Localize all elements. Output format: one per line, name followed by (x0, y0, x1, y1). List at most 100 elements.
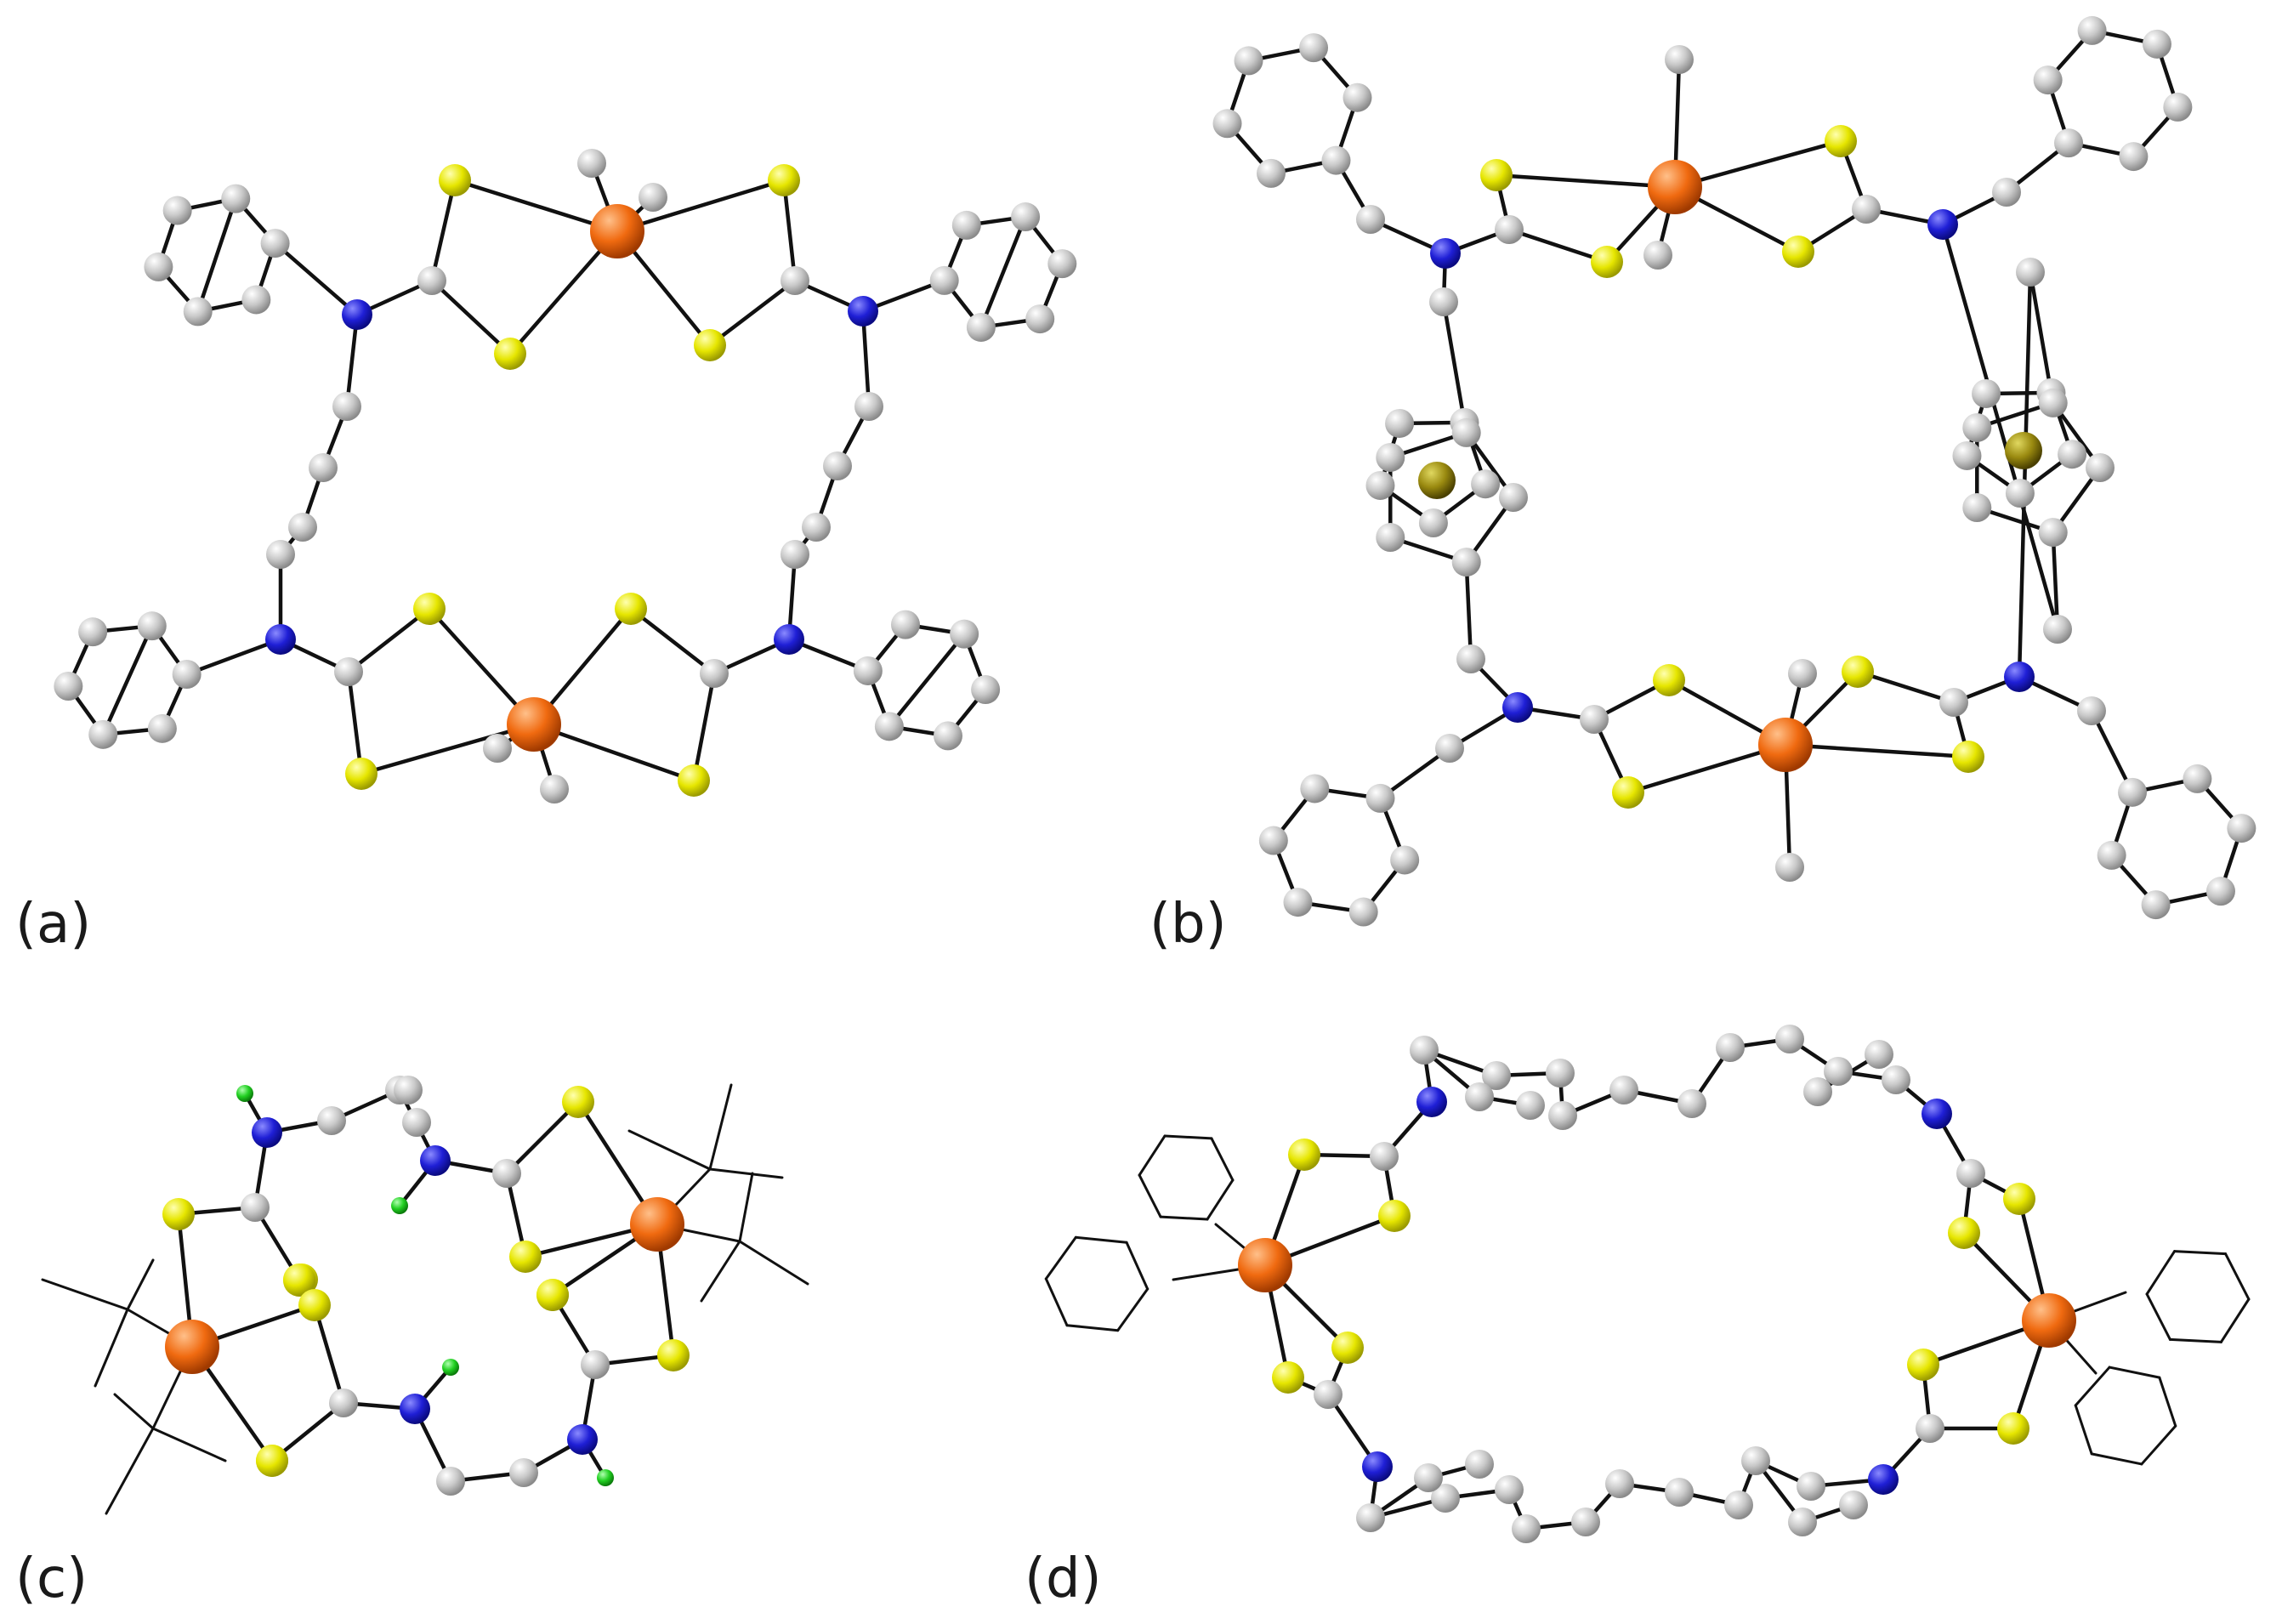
bond (1138, 1134, 1167, 1177)
carbon-atom (2005, 478, 2035, 508)
carbon-atom (436, 1467, 465, 1496)
panel-label-d: (d) (1025, 1547, 1102, 1610)
carbon-atom (853, 656, 883, 685)
carbon-atom (1256, 158, 1286, 188)
nitrogen-atom (848, 296, 878, 327)
carbon-atom (854, 392, 883, 421)
carbon-atom (1321, 145, 1351, 175)
carbon-atom (2142, 29, 2171, 59)
sulfur-atom (1480, 159, 1513, 191)
bond (887, 632, 967, 729)
bond (346, 669, 364, 776)
bond (2090, 1452, 2143, 1466)
atoms (54, 149, 1077, 803)
carbon-atom (1356, 205, 1385, 234)
carbon-atom (1865, 1040, 1893, 1069)
carbon-atom (1797, 1472, 1825, 1501)
metal-atom (630, 1197, 684, 1252)
carbon-atom (144, 252, 173, 281)
carbon-atom (1343, 82, 1372, 112)
carbon-atom (1482, 1061, 1511, 1090)
carbon-atom (1643, 241, 1672, 270)
bond (1441, 299, 1467, 425)
sulfur-atom (1378, 1200, 1411, 1232)
carbon-atom (221, 184, 251, 213)
sulfur-atom (2003, 1183, 2035, 1215)
bond (94, 1308, 129, 1388)
bond (860, 309, 871, 409)
atoms (162, 1076, 690, 1496)
panel-label-c: (c) (15, 1547, 88, 1610)
bond (1138, 1173, 1162, 1218)
carbon-atom (1471, 469, 1501, 499)
bond (628, 606, 717, 676)
carbon-atom (1962, 493, 1992, 523)
carbon-atom (781, 540, 809, 569)
carbon-atom (2058, 440, 2087, 469)
sulfur-atom (615, 593, 647, 625)
carbon-atom (639, 183, 667, 212)
sulfur-atom (1591, 246, 1623, 278)
bond (1672, 139, 1843, 190)
bond (627, 1129, 712, 1171)
sulfur-atom (562, 1086, 594, 1118)
carbon-atom (54, 671, 83, 701)
panel-label-a: (a) (15, 893, 91, 956)
sulfur-atom (494, 338, 526, 370)
metal-atom (1648, 160, 1702, 214)
bond (126, 1258, 155, 1311)
atoms (1238, 1025, 2076, 1543)
bond (452, 178, 620, 234)
carbon-atom (1571, 1508, 1600, 1536)
bond (346, 606, 432, 674)
sulfur-atom (678, 764, 710, 797)
carbon-atom (891, 610, 921, 639)
carbon-atom (1365, 783, 1395, 813)
bond (2219, 1297, 2251, 1343)
hydrogen-atom (442, 1359, 459, 1376)
carbon-atom (874, 712, 904, 741)
nitrogen-atom (420, 1145, 451, 1176)
carbon-atom (394, 1076, 423, 1104)
nitrogen-atom (567, 1424, 598, 1455)
carbon-atom (1516, 1091, 1545, 1120)
sulfur-atom (298, 1289, 331, 1321)
bond (1116, 1287, 1150, 1332)
panel-label-b: (b) (1150, 893, 1227, 956)
carbon-atom (1283, 888, 1313, 917)
bond (531, 722, 696, 783)
carbon-atom (417, 266, 446, 295)
bond (1464, 559, 1473, 662)
carbon-atom (2086, 453, 2115, 482)
carbon-atom (1414, 1463, 1443, 1492)
bonds (66, 161, 1064, 792)
sulfur-atom (536, 1279, 569, 1311)
carbon-atom (2054, 128, 2084, 158)
nitrogen-atom (252, 1117, 282, 1148)
carbon-atom (1451, 548, 1481, 577)
carbon-atom (2038, 518, 2068, 548)
carbon-atom (1716, 1033, 1745, 1062)
iron-atom (1418, 462, 1456, 499)
carbon-atom (2227, 814, 2256, 843)
carbon-atom (1212, 109, 1242, 139)
carbon-atom (1939, 688, 1968, 717)
carbon-atom (183, 297, 213, 327)
metal-atom (590, 204, 644, 258)
bond (2017, 270, 2033, 679)
carbon-atom (1952, 440, 1982, 470)
carbon-atom (1852, 195, 1881, 224)
carbon-atom (1803, 1077, 1832, 1106)
bond (707, 278, 798, 348)
carbon-atom (2043, 615, 2072, 644)
carbon-atom (540, 775, 569, 803)
carbon-atom (1788, 1508, 1817, 1536)
sulfur-atom (1825, 125, 1857, 157)
carbon-atom (334, 657, 363, 686)
carbon-atom (1665, 1478, 1694, 1507)
nitrogen-atom (265, 624, 296, 655)
carbon-atom (929, 265, 959, 295)
carbon-atom (1370, 1142, 1399, 1171)
carbon-atom (1429, 287, 1458, 316)
bond (1940, 222, 2060, 632)
